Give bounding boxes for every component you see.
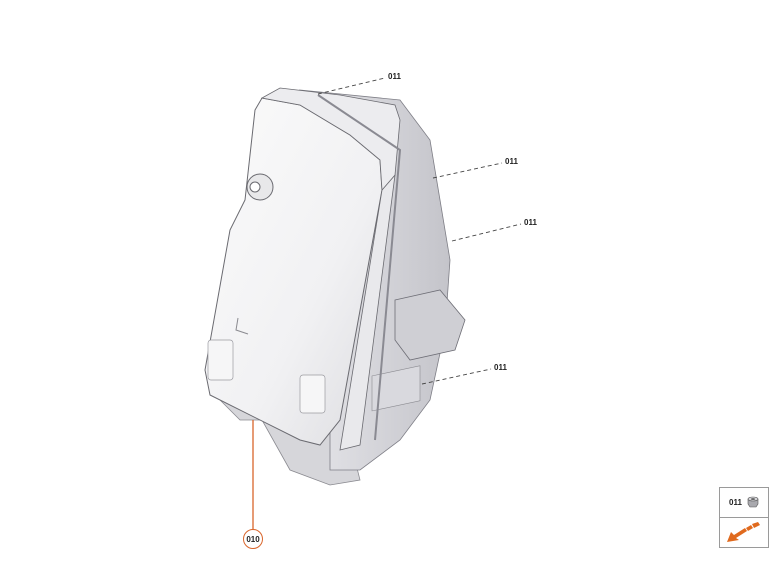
callout-010-main-part[interactable]: 010	[243, 529, 263, 549]
legend-item-011[interactable]: 011	[720, 488, 768, 518]
legend-item-direction[interactable]	[720, 518, 768, 548]
legend-item-number: 011	[729, 498, 742, 507]
nut-icon	[747, 496, 759, 508]
callout-011-middle-right[interactable]: 011	[524, 218, 537, 227]
callout-010-label: 010	[246, 534, 260, 544]
direction-arrow-icon	[727, 522, 760, 542]
callout-011-top[interactable]: 011	[388, 72, 401, 81]
callout-011-lower-right[interactable]: 011	[494, 363, 507, 372]
leader-lines	[317, 77, 522, 385]
callout-011-upper-right[interactable]: 011	[505, 157, 518, 166]
parts-legend: 011	[719, 487, 769, 548]
